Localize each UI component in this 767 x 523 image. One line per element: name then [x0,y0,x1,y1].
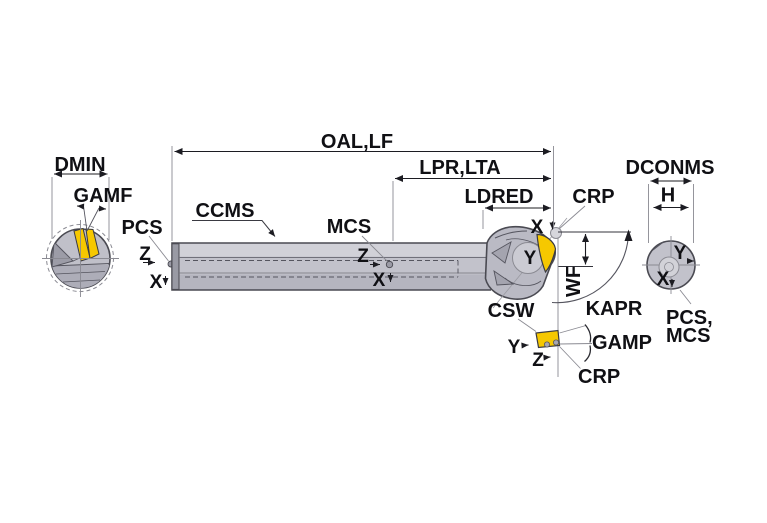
wf-dimension: WF [558,231,631,297]
shank-end-coordinate-system: PCS Z X [121,217,175,293]
mcs-origin-dot [385,260,394,269]
pcs-left-label: PCS [121,217,162,239]
left-view-crosshair [42,220,119,297]
gamf-label: GAMF [74,185,133,207]
ccms-label: CCMS [196,200,255,222]
kapr-arc-arrow [624,229,633,241]
ccms-callout: CCMS [192,200,276,237]
csw-label: CSW [488,300,535,322]
dconms-label: DCONMS [626,157,715,179]
machine-coordinate-system: MCS Z X [327,216,394,291]
insert-side-y-axis-arrow [521,342,529,349]
ldred-dimension: LDRED [465,186,551,229]
mcs-label: MCS [327,216,371,238]
insert-side-z-axis-arrow [543,354,551,361]
dmin-dimension [51,170,110,240]
shank-end-z-label: Z [139,244,151,265]
gamp-label: GAMP [592,332,652,354]
shank-section-view: DCONMS H Y X PCS, MCS [626,157,715,347]
crp-bottom-label: CRP [578,366,620,388]
pcs-leader [148,235,169,262]
crp-top-callout: CRP [558,186,615,230]
shank-section-y-label: Y [674,243,687,264]
pcs-mcs-label-line2: MCS [666,325,710,347]
insert-bottom-view: CSW Y Z GAMP CRP [488,300,652,388]
left-end-view: DMIN GAMF [42,154,132,297]
kapr-label: KAPR [586,298,643,320]
kapr-angle: KAPR [551,229,643,377]
shank-end-cap [171,243,180,290]
tool-head: X Y [484,217,568,309]
oal-lf-dimension: OAL,LF [171,131,554,241]
shank-bore-circle [658,256,680,278]
insert-side-y-label: Y [508,337,521,358]
dmin-dashed-circle [46,224,114,292]
lpr-lta-dimension: LPR,LTA [392,157,551,241]
shank-center-circle [664,262,674,272]
shank-section-x-label: X [657,269,670,290]
insert-front-face-2 [85,228,100,260]
head-x-label: X [531,217,544,238]
mcs-leader [361,235,388,262]
lpr-lta-label: LPR,LTA [419,157,500,179]
gamp-angle-tick-upper [584,324,592,343]
head-y-label: Y [524,248,537,269]
wf-label: WF [563,266,585,297]
boring-bar-body [171,242,491,291]
ldred-label: LDRED [465,186,534,208]
coolant-bore-hidden-lines [185,260,459,278]
cutting-insert-side [536,233,557,274]
insert-reference-dot-1 [544,341,551,348]
gamp-angle-tick-lower [584,345,592,362]
corner-radius-ball [550,227,562,239]
insert-side-z-label: Z [532,350,544,371]
mcs-x-label: X [373,270,386,291]
oal-lf-label: OAL,LF [321,131,393,153]
ccms-leader-arrow [192,220,276,237]
crp-top-label: CRP [572,186,614,208]
insert-reference-dot-2 [553,339,560,346]
h-label: H [661,185,675,207]
mcs-z-label: Z [357,246,369,267]
dmin-label: DMIN [54,154,105,176]
shank-end-x-label: X [150,272,163,293]
pcs-mcs-label-line1: PCS, [666,307,713,329]
gamf-angle [76,203,107,232]
